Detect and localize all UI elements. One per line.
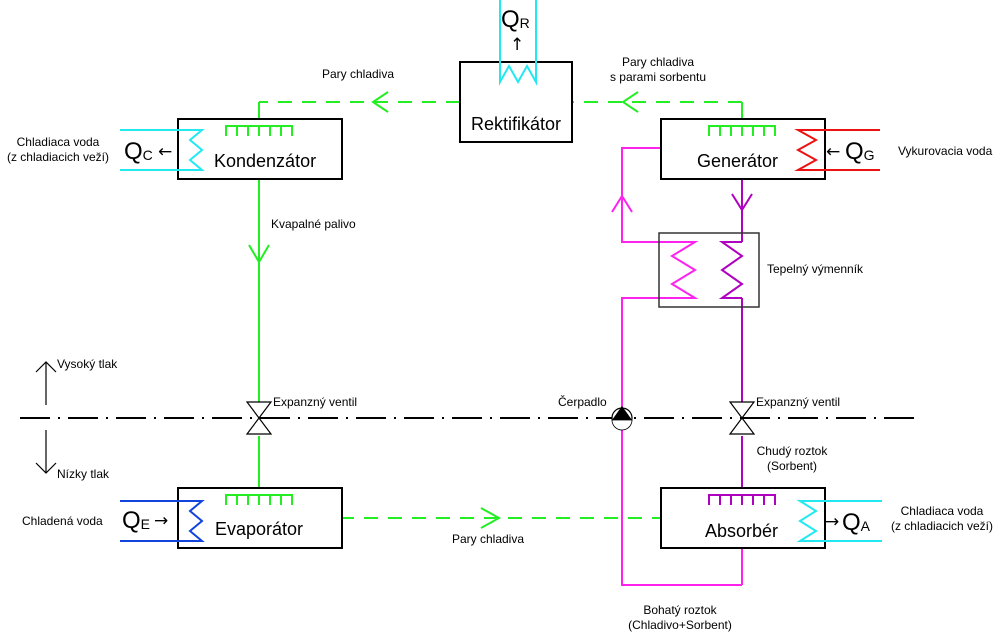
refrigerant-vapor-bottom-label: Pary chladiva xyxy=(452,532,524,546)
qa-symbol: QA xyxy=(842,509,871,536)
expansion-valve-right-label: Expanzný ventil xyxy=(756,395,840,409)
poor-solution-label-1: Chudý roztok xyxy=(757,444,829,458)
absorber-distributor-icon xyxy=(708,494,776,505)
qc-symbol: QC xyxy=(124,138,153,165)
generator-label: Generátor xyxy=(697,151,778,171)
evaporator-chilled-water-coil xyxy=(120,500,205,542)
evaporator-box xyxy=(177,487,343,549)
rich-solution-label-1: Bohatý roztok xyxy=(643,603,717,617)
qr-arrow-icon: ↑ xyxy=(510,35,524,55)
absorber-cooling-coil xyxy=(796,500,882,542)
qa-arrow-icon: → xyxy=(825,512,839,532)
flow-arrow-icon xyxy=(621,91,639,113)
flow-arrow-icon xyxy=(248,244,270,264)
liquid-refrigerant-label: Kvapalné palivo xyxy=(271,217,356,231)
refrigerant-sorbent-vapor-label-1: Pary chladiva xyxy=(622,55,694,69)
heat-exchanger-coil-rich xyxy=(670,241,699,299)
cooling-water-right-label-2: (z chladiacich veží) xyxy=(891,519,993,533)
poor-solution-label-2: (Sorbent) xyxy=(767,459,817,473)
qr-symbol: QR xyxy=(501,6,530,33)
qe-arrow-icon: → xyxy=(154,511,168,531)
flow-arrow-icon xyxy=(731,193,753,212)
evaporator-distributor-icon xyxy=(225,494,293,505)
expansion-valve-right-icon xyxy=(728,401,756,435)
heating-water-label: Vykurovacia voda xyxy=(898,144,993,158)
evaporator-label: Evaporátor xyxy=(215,519,303,539)
qg-symbol: QG xyxy=(845,138,875,165)
cooling-water-left-label-2: (z chladiacich veží) xyxy=(7,150,109,164)
rich-solution-label-2: (Chladivo+Sorbent) xyxy=(628,618,732,632)
heat-exchanger-box xyxy=(658,232,760,308)
cooling-water-left-label-1: Chladiaca voda xyxy=(17,135,100,149)
low-pressure-label: Nízky tlak xyxy=(57,467,110,481)
qc-arrow-icon: ← xyxy=(158,142,172,162)
flow-arrow-icon xyxy=(480,507,502,529)
expansion-valve-left-label: Expanzný ventil xyxy=(273,395,357,409)
generator-distributor-icon xyxy=(708,125,776,136)
heat-exchanger-coil-poor xyxy=(718,241,744,299)
pump-icon xyxy=(611,406,633,431)
rectifier-label: Rektifikátor xyxy=(471,114,561,134)
condenser-label: Kondenzátor xyxy=(214,151,316,171)
rectifier-cooling-coil xyxy=(499,0,537,86)
rectifier-box xyxy=(459,61,573,143)
absorber-label: Absorbér xyxy=(705,521,778,541)
qe-symbol: QE xyxy=(122,507,150,534)
cooling-water-right-label-1: Chladiaca voda xyxy=(901,504,984,518)
chilled-water-label: Chladená voda xyxy=(22,514,103,528)
expansion-valve-left-icon xyxy=(245,401,273,435)
refrigerant-sorbent-vapor-label-2: s parami sorbentu xyxy=(610,70,706,84)
flow-arrow-icon xyxy=(371,91,389,113)
condenser-distributor-icon xyxy=(225,125,293,136)
high-pressure-label: Vysoký tlak xyxy=(57,357,118,371)
condenser-cooling-coil xyxy=(120,129,205,171)
refrigerant-vapor-top-label: Pary chladiva xyxy=(322,67,394,81)
high-pressure-arrow-icon xyxy=(35,361,57,405)
rich-solution-line xyxy=(621,297,742,586)
flow-arrow-icon xyxy=(611,194,633,213)
low-pressure-arrow-icon xyxy=(35,430,57,474)
qg-arrow-icon: ← xyxy=(826,142,840,162)
generator-heating-coil xyxy=(794,129,880,171)
heat-exchanger-label: Tepelný výmenník xyxy=(767,262,864,276)
pump-label: Čerpadlo xyxy=(558,394,607,409)
